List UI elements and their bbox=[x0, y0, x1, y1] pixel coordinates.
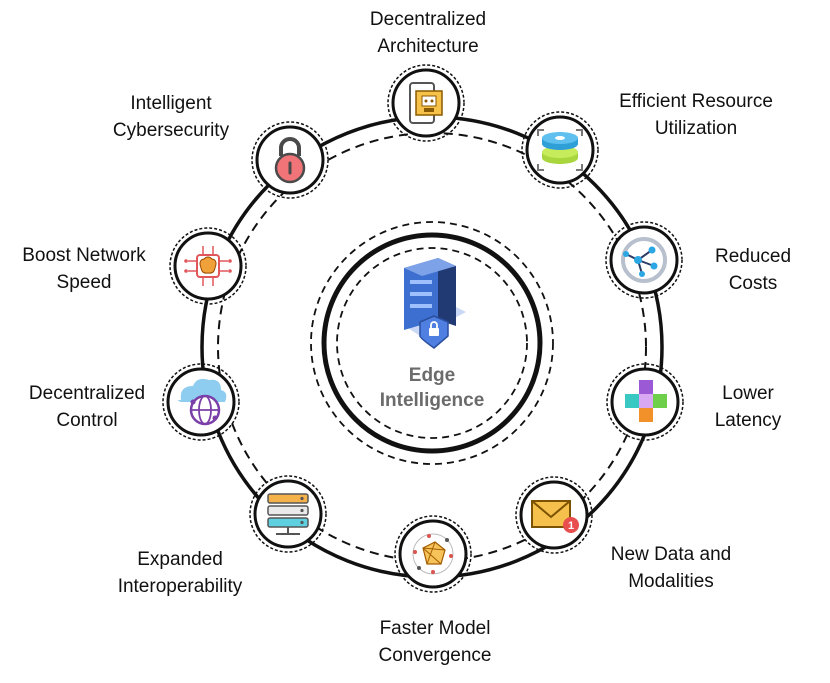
label-boost-network-speed: Boost Network Speed bbox=[22, 245, 146, 293]
label-decentralized-architecture: Decentralized Architecture bbox=[369, 9, 487, 57]
neural-network-icon bbox=[412, 533, 454, 575]
label-new-data-and-modalities: New Data and Modalities bbox=[610, 544, 732, 592]
phone-robot-icon bbox=[409, 82, 443, 124]
center-dashed-outer-ring bbox=[310, 221, 554, 465]
cloud-network-icon bbox=[178, 378, 227, 426]
label-efficient-resource-utilization: Efficient Resource Utilization bbox=[619, 91, 773, 139]
center-title-line-1: Edge bbox=[408, 365, 456, 386]
layers-stack-icon bbox=[537, 129, 583, 171]
label-faster-model-convergence: Faster Model Convergence bbox=[378, 618, 492, 666]
center-dashed-inner-ring bbox=[336, 247, 528, 439]
feature-node-reduced-costs bbox=[605, 221, 683, 299]
cubes-icon bbox=[625, 380, 667, 422]
label-intelligent-cybersecurity: Intelligent Cybersecurity bbox=[112, 93, 230, 141]
feature-node-new-data-and-modalities: 1 bbox=[515, 476, 593, 554]
label-reduced-costs: Reduced Costs bbox=[714, 246, 792, 294]
mail-notification-icon: 1 bbox=[531, 500, 579, 533]
label-lower-latency: Lower Latency bbox=[714, 383, 782, 431]
label-expanded-interoperability: Expanded Interoperability bbox=[117, 549, 243, 597]
feature-node-efficient-resource-utilization bbox=[521, 111, 599, 189]
center-title-line-2: Intelligence bbox=[379, 390, 485, 411]
feature-node-lower-latency bbox=[606, 363, 684, 441]
feature-node-intelligent-cybersecurity bbox=[251, 121, 329, 199]
network-nodes-icon bbox=[621, 237, 667, 283]
center-title: Edge Intelligence bbox=[362, 363, 502, 413]
feature-node-expanded-interoperability bbox=[249, 475, 327, 553]
feature-node-decentralized-control bbox=[162, 363, 240, 441]
label-decentralized-control: Decentralized Control bbox=[28, 383, 146, 431]
brain-chip-icon bbox=[184, 246, 232, 286]
server-shield-icon bbox=[404, 258, 466, 349]
feature-node-boost-network-speed bbox=[169, 227, 247, 305]
svg-text:1: 1 bbox=[568, 520, 574, 532]
server-rack-icon bbox=[267, 493, 309, 535]
padlock-icon bbox=[274, 137, 306, 184]
feature-node-decentralized-architecture bbox=[387, 64, 465, 142]
feature-node-faster-model-convergence bbox=[394, 515, 472, 593]
